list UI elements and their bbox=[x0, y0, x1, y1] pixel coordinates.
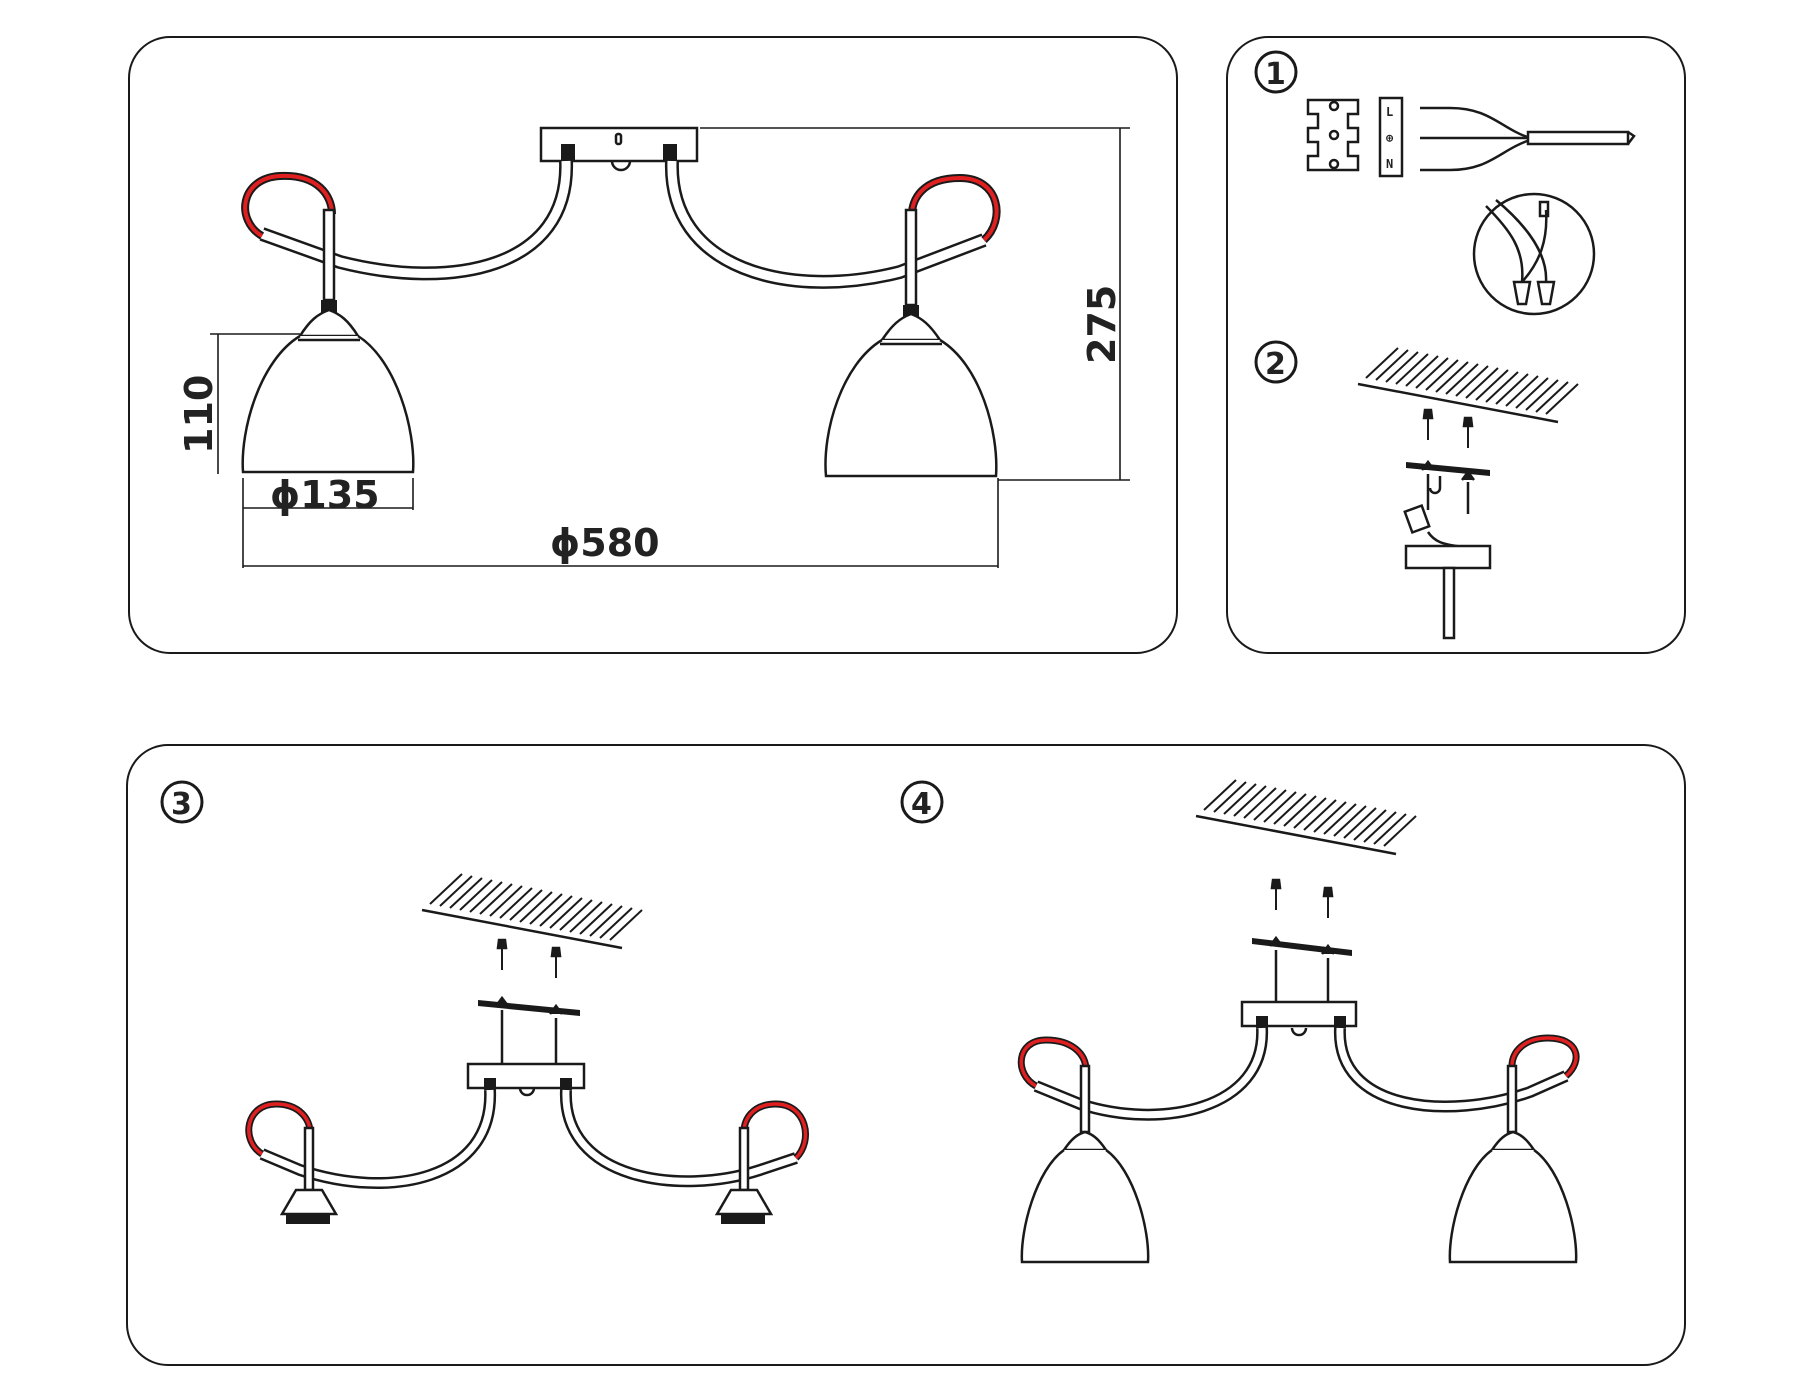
svg-text:2: 2 bbox=[1265, 347, 1286, 382]
lamp-dimension-drawing bbox=[210, 126, 1130, 568]
step-4-badge: 4 bbox=[900, 780, 944, 824]
assembly-step-4 bbox=[1017, 878, 1580, 1264]
terminal-label-n: N bbox=[1386, 157, 1393, 171]
wire-detail-circle bbox=[1472, 192, 1596, 316]
terminal-label-l: L bbox=[1386, 105, 1393, 119]
wires bbox=[1420, 106, 1636, 172]
ceiling-hatch-step-3 bbox=[420, 872, 644, 950]
svg-text:3: 3 bbox=[171, 787, 192, 822]
svg-text:4: 4 bbox=[911, 787, 932, 822]
shade-height-dimension: 110 bbox=[177, 375, 221, 454]
height-dimension: 275 bbox=[1080, 285, 1124, 364]
ceiling-hatch bbox=[1356, 346, 1580, 424]
svg-text:1: 1 bbox=[1265, 57, 1286, 92]
step-3-badge: 3 bbox=[160, 780, 204, 824]
dimensions-panel bbox=[128, 36, 1178, 654]
shade-diameter-dimension: ϕ135 bbox=[270, 473, 380, 517]
step-2-badge: 2 bbox=[1254, 340, 1298, 384]
wiring-mounting-panel bbox=[1226, 36, 1686, 654]
overall-width-dimension: ϕ580 bbox=[550, 521, 660, 565]
left-shade bbox=[241, 334, 415, 474]
mounting-step-2 bbox=[1403, 408, 1492, 640]
assembly-step-3 bbox=[245, 938, 809, 1224]
ceiling-hatch-step-4 bbox=[1194, 778, 1418, 856]
step-1-badge: 1 bbox=[1254, 50, 1298, 94]
assembly-panel bbox=[126, 744, 1686, 1366]
terminal-label-earth: ⊕ bbox=[1386, 131, 1394, 145]
terminal-block bbox=[1306, 96, 1404, 178]
right-shade bbox=[824, 338, 998, 478]
